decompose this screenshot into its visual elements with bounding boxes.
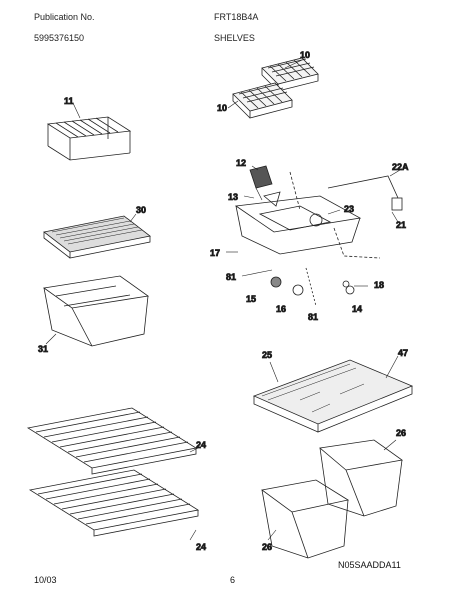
callout-11: 11 — [64, 96, 74, 106]
pan-drawer-left — [261, 479, 350, 559]
callout-81-right: 81 — [308, 312, 318, 322]
glass-shelf-frame — [252, 359, 414, 433]
callout-24-upper: 24 — [196, 440, 206, 450]
footer-date: 10/03 — [34, 575, 57, 585]
wire-shelf-lower — [28, 469, 200, 537]
callout-16: 16 — [276, 304, 286, 314]
publication-label: Publication No. — [34, 12, 95, 22]
callout-10-upper: 10 — [300, 50, 310, 60]
callout-12: 12 — [236, 158, 246, 168]
callout-10-lower: 10 — [217, 103, 227, 113]
callout-23: 23 — [344, 204, 354, 214]
pan-drawer-right — [319, 439, 404, 517]
ice-bucket-assembly — [234, 165, 403, 307]
callout-18: 18 — [374, 280, 384, 290]
crisper-cover-glass — [43, 215, 151, 259]
section-title: SHELVES — [214, 33, 255, 43]
callout-22a: 22A — [392, 162, 409, 172]
callout-25: 25 — [262, 350, 272, 360]
callout-47: 47 — [398, 348, 408, 358]
ice-tray-lower — [232, 82, 293, 119]
callout-30: 30 — [136, 205, 146, 215]
callout-81-left: 81 — [226, 272, 236, 282]
callout-14: 14 — [352, 304, 362, 314]
publication-number: 5995376150 — [34, 33, 85, 43]
footer-drawing-code: N05SAADDA11 — [338, 560, 401, 570]
crisper-drawer — [42, 275, 150, 347]
wire-shelf-small — [46, 116, 132, 161]
model-number: FRT18B4A — [214, 12, 259, 22]
ice-tray-upper — [261, 57, 319, 92]
callout-15: 15 — [246, 294, 256, 304]
callout-21: 21 — [396, 220, 406, 230]
callout-26-right: 26 — [396, 428, 406, 438]
callout-13: 13 — [228, 192, 238, 202]
callout-24-lower: 24 — [196, 542, 206, 552]
footer-page-number: 6 — [230, 575, 236, 585]
callout-31: 31 — [38, 344, 48, 354]
wire-shelf-upper — [26, 407, 198, 475]
callout-26-left: 26 — [262, 542, 272, 552]
callout-17: 17 — [210, 248, 220, 258]
